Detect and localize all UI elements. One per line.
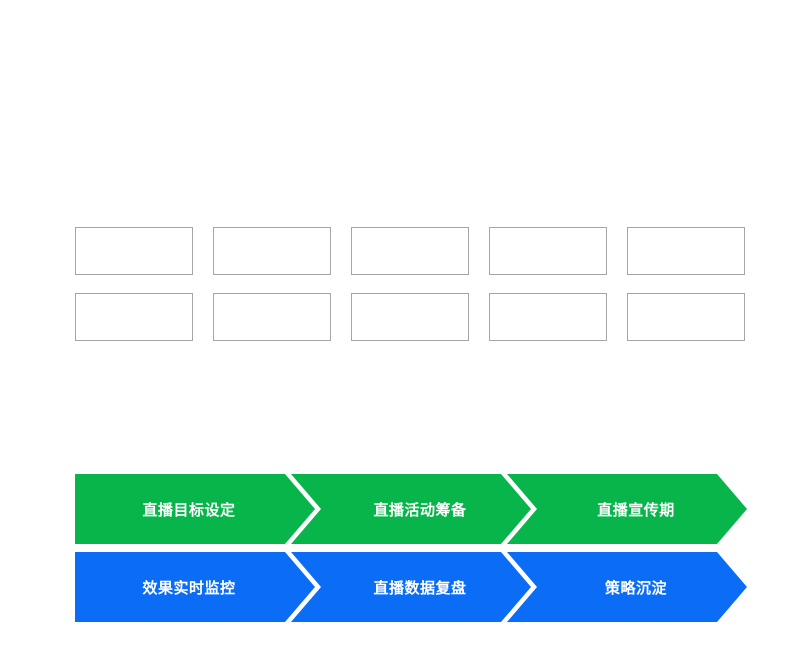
empty-box bbox=[213, 227, 331, 275]
empty-box bbox=[351, 293, 469, 341]
empty-box bbox=[627, 227, 745, 275]
empty-box bbox=[489, 293, 607, 341]
empty-box bbox=[489, 227, 607, 275]
process-step-label: 效果实时监控 bbox=[142, 578, 236, 597]
process-step-chevron bbox=[291, 552, 531, 622]
empty-box bbox=[351, 227, 469, 275]
empty-box bbox=[75, 293, 193, 341]
empty-box bbox=[627, 293, 745, 341]
process-step-chevron bbox=[507, 474, 747, 544]
process-step-label: 直播目标设定 bbox=[142, 500, 236, 519]
process-step-label: 直播宣传期 bbox=[597, 500, 675, 519]
process-step-chevron bbox=[291, 474, 531, 544]
process-step-chevron bbox=[75, 474, 315, 544]
process-step-label: 策略沉淀 bbox=[604, 578, 667, 597]
empty-box bbox=[213, 293, 331, 341]
empty-box bbox=[75, 227, 193, 275]
process-step-chevron bbox=[75, 552, 315, 622]
process-step-label: 直播活动筹备 bbox=[373, 500, 467, 519]
process-step-label: 直播数据复盘 bbox=[373, 578, 467, 597]
process-step-chevron bbox=[507, 552, 747, 622]
